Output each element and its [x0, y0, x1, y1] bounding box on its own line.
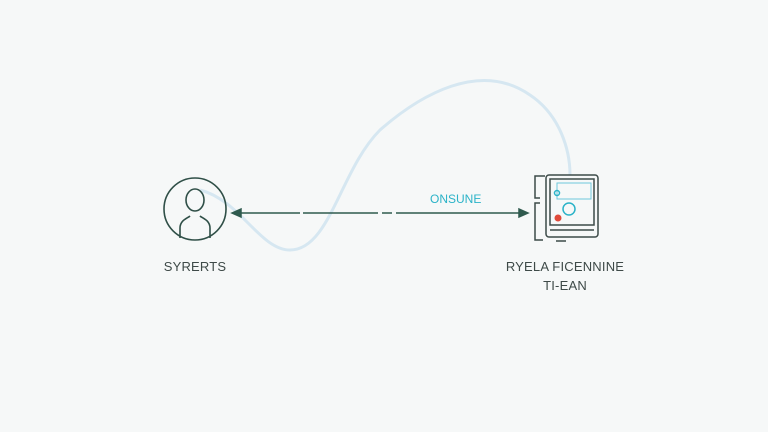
- connector-arrow: [230, 207, 530, 219]
- user-icon: [163, 177, 227, 241]
- connection-label: ONSUNE: [430, 192, 482, 206]
- right-node-label: RYELA FICENNINE TI-EAN: [490, 257, 640, 295]
- right-node-label-line2: TI-EAN: [543, 278, 587, 293]
- decorative-curve: [199, 79, 572, 252]
- left-node-label: SYRERTS: [163, 259, 227, 274]
- tablet-device-icon: [534, 174, 599, 242]
- right-node-label-line1: RYELA FICENNINE: [505, 259, 625, 274]
